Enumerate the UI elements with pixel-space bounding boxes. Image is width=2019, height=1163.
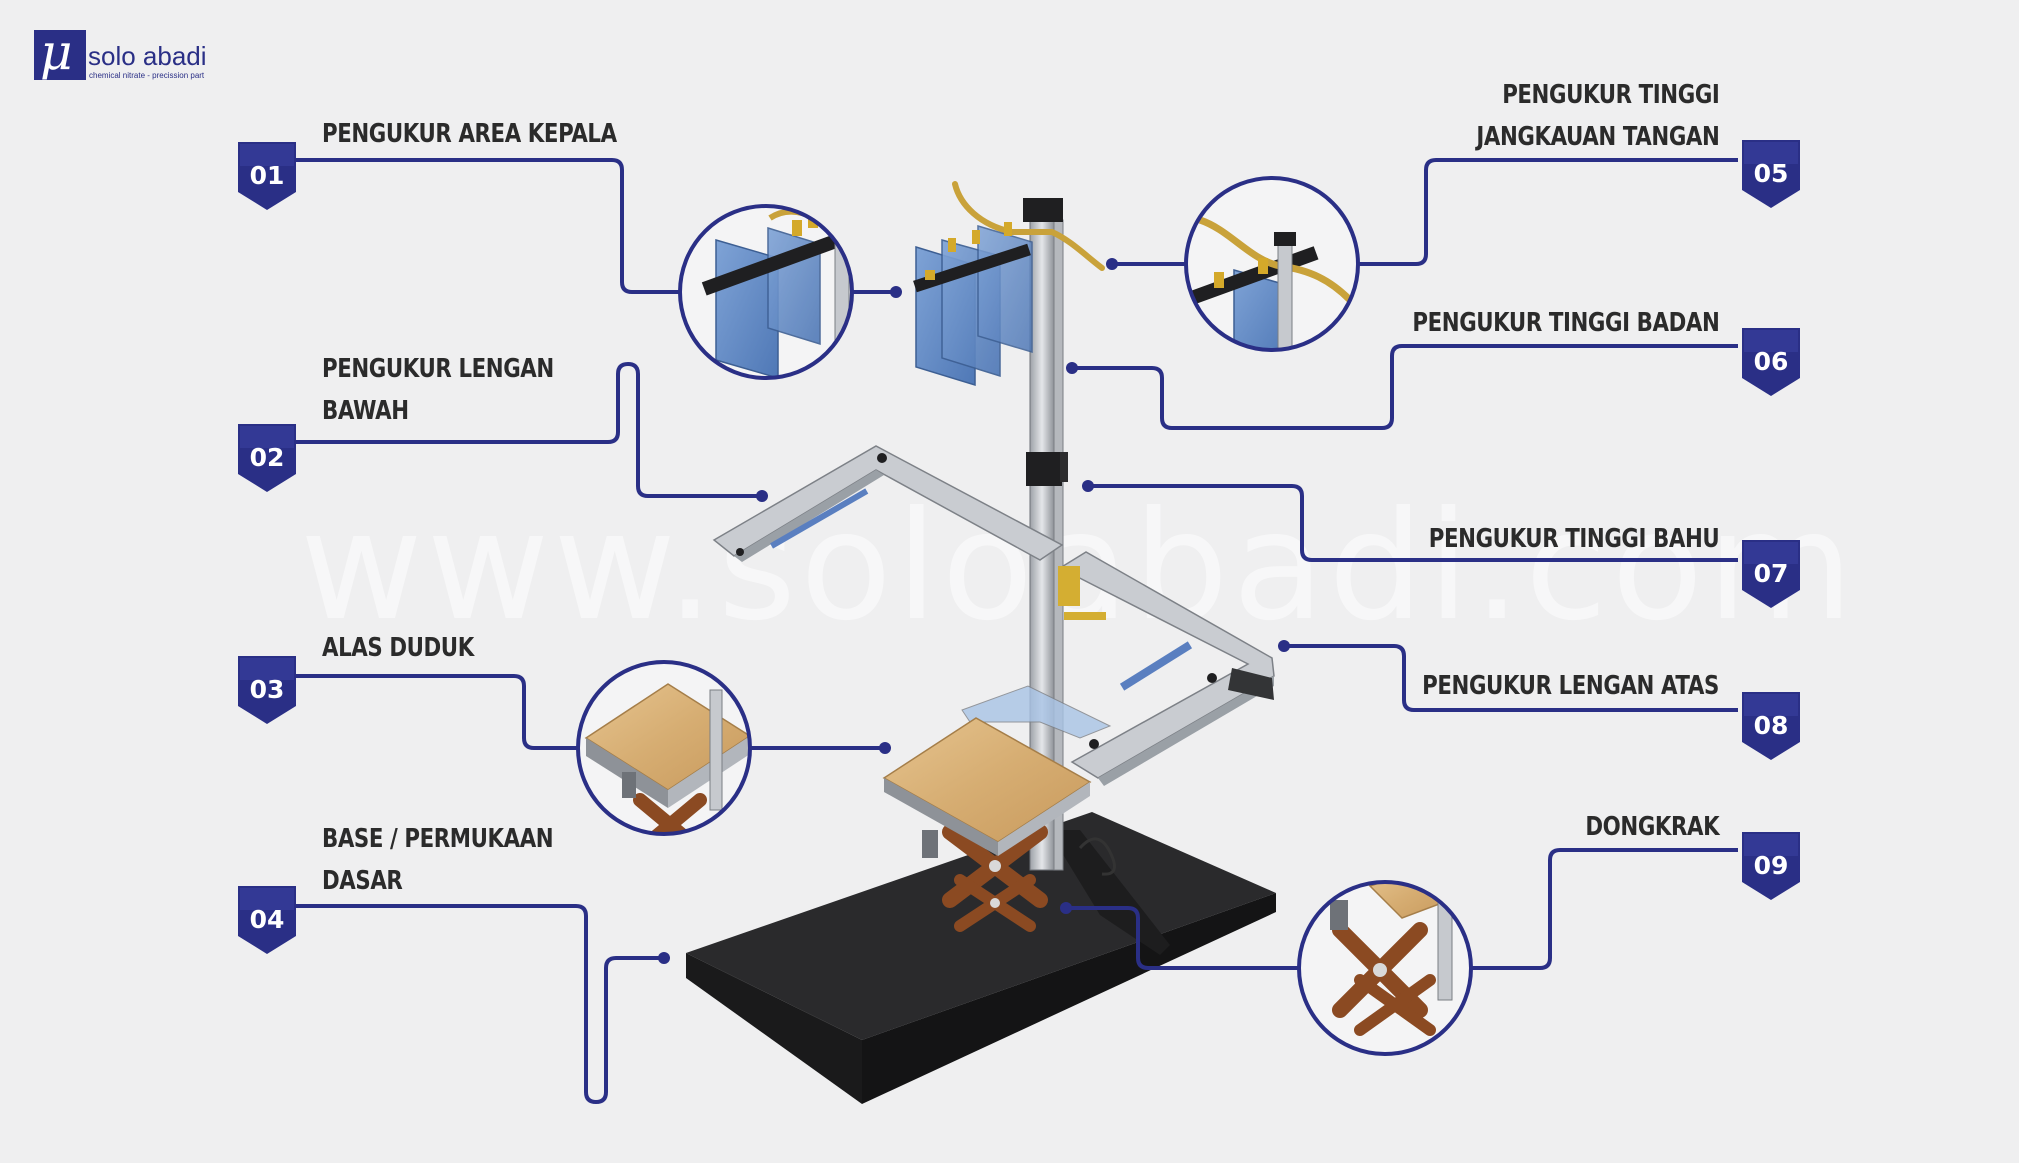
badge-number: 09 [1754,851,1789,880]
leader-line-09b [1066,906,1299,970]
zoom-detail-reach [1184,176,1360,352]
endpoint-04 [658,952,670,964]
endpoint-05 [1106,258,1118,270]
endpoint-01 [890,286,902,298]
scissor-jack [922,824,1048,932]
logo-glyph: μ [40,23,73,81]
badge-02: 02 [238,424,296,492]
badge-08: 08 [1742,692,1800,760]
label-line: JANGKAUAN TANGAN [1475,122,1719,152]
leader-line-05 [1358,158,1738,266]
logo-mark: μ [34,24,86,80]
leader-line-08 [1284,644,1738,712]
label-line: PENGUKUR TINGGI BADAN [1411,308,1719,338]
leader-endpoints [658,258,1290,964]
label-line: PENGUKUR LENGAN ATAS [1422,671,1719,701]
leader-lines [296,158,1738,1104]
leader-line-09 [1471,848,1738,970]
endpoint-06 [1066,362,1078,374]
endpoint-08 [1278,640,1290,652]
leader-line-06 [1072,344,1738,430]
label-line: PENGUKUR AREA KEPALA [322,119,617,149]
callout-label-06: PENGUKUR TINGGI BADAN [1412,302,1719,344]
leader-line-02 [296,362,762,498]
callout-label-09: DONGKRAK [1585,806,1719,848]
label-line: BAWAH [322,396,409,426]
number-badges: 01 02 03 04 05 06 07 [238,140,1800,954]
brand-tagline: chemical nitrate - precission part [89,71,205,80]
callout-label-03: ALAS DUDUK [322,627,474,669]
badge-number: 07 [1754,559,1789,588]
zoom-detail-seat [576,660,752,836]
badge-number: 05 [1754,159,1789,188]
badge-number: 06 [1754,347,1789,376]
brand-name: solo abadi [88,41,207,71]
leader-line-07 [1088,484,1738,562]
badge-number: 04 [250,905,285,934]
base-plate [686,812,1276,1104]
label-line: PENGUKUR TINGGI [1501,80,1720,110]
badge-07: 07 [1742,540,1800,608]
badge-05: 05 [1742,140,1800,208]
badge-03: 03 [238,656,296,724]
badge-number: 08 [1754,711,1789,740]
callout-label-01: PENGUKUR AREA KEPALA [322,113,617,155]
zoom-detail-head [678,204,854,380]
head-panels [913,222,1033,387]
cable [1078,837,1116,876]
badge-09: 09 [1742,832,1800,900]
upper-arm-frame [961,551,1275,786]
seat [882,717,1092,856]
callout-label-05: PENGUKUR TINGGI JANGKAUAN TANGAN [1476,74,1719,158]
leader-line-01 [296,158,680,294]
callout-label-02: PENGUKUR LENGAN BAWAH [322,348,554,432]
callout-label-07: PENGUKUR TINGGI BAHU [1428,518,1719,560]
label-line: PENGUKUR LENGAN [322,354,554,384]
label-line: DASAR [322,866,403,896]
zoom-detail-jack [1297,880,1473,1056]
badge-04: 04 [238,886,296,954]
callout-label-08: PENGUKUR LENGAN ATAS [1422,665,1719,707]
badge-number: 01 [250,161,285,190]
badge-number: 03 [250,675,285,704]
label-line: DONGKRAK [1585,812,1719,842]
apparatus-illustration [686,181,1276,1104]
leader-line-04 [296,904,664,1104]
endpoint-09 [1060,902,1072,914]
endpoint-03 [879,742,891,754]
endpoint-07 [1082,480,1094,492]
endpoint-02 [756,490,768,502]
label-line: BASE / PERMUKAAN [322,824,554,854]
brand-logo: μ solo abadi chemical nitrate - precissi… [34,24,224,82]
leader-line-03 [296,674,578,750]
label-line: ALAS DUDUK [322,633,474,663]
badge-06: 06 [1742,328,1800,396]
badge-01: 01 [238,142,296,210]
badge-number: 02 [250,443,285,472]
label-line: PENGUKUR TINGGI BAHU [1428,524,1719,554]
lower-arm-frame [712,445,1064,562]
callout-label-04: BASE / PERMUKAAN DASAR [322,818,554,902]
